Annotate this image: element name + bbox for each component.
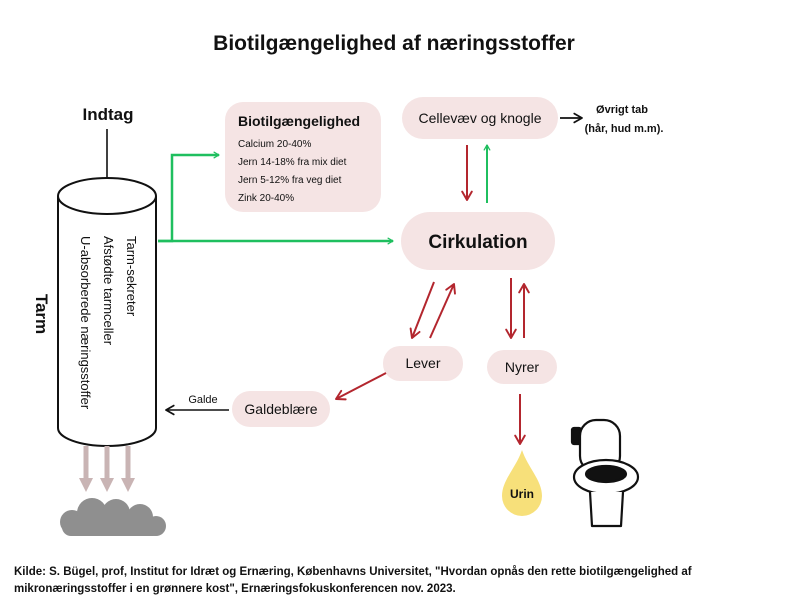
gut-line-shed-cells: Afstødte tarmceller	[101, 236, 116, 346]
gut-line-unabsorbed: U-absorberede næringsstoffer	[78, 236, 93, 410]
gut-line-secretions: Tarm-sekreter	[124, 236, 139, 317]
arrow-circulation-to-liver	[409, 281, 435, 339]
bioavailability-heading: Biotilgængelighed	[238, 113, 360, 129]
tissue-bone-label: Cellevæv og knogle	[419, 110, 542, 126]
bile-label: Galde	[188, 394, 217, 406]
bioavailability-item-zinc: Zink 20-40%	[238, 193, 294, 204]
bioavailability-item-iron-mix: Jern 14-18% fra mix diet	[238, 157, 347, 168]
feces-cloud-icon	[60, 498, 166, 536]
tissue-bone-node	[402, 97, 558, 139]
source-line-2: mikronæringsstoffer i en grønnere kost",…	[14, 583, 456, 595]
urine-label: Urin	[510, 487, 534, 501]
intake-label: Indtag	[83, 105, 134, 124]
bioavailability-item-iron-veg: Jern 5-12% fra veg diet	[238, 175, 342, 186]
urine-drop-icon	[502, 450, 542, 516]
arrow-liver-to-circulation	[429, 283, 456, 339]
arrow-liver-to-gallbladder	[335, 372, 387, 401]
nutrient-flow-diagram: Biotilgængelighed af næringsstoffer Indt…	[32, 32, 664, 536]
gallbladder-label: Galdeblære	[244, 401, 317, 417]
circulation-label: Cirkulation	[428, 232, 527, 253]
liver-label: Lever	[405, 355, 440, 371]
other-loss-label: Øvrigt tab	[596, 104, 648, 116]
circulation-node	[401, 212, 555, 270]
gallbladder-node	[232, 391, 330, 427]
source-line-1: Kilde: S. Bügel, prof, Institut for Idræ…	[14, 566, 692, 578]
bioavailability-box	[225, 102, 381, 212]
absorption-arrow-to-bioavailability	[158, 151, 220, 243]
toilet-icon	[570, 418, 640, 528]
other-loss-detail: (hår, hud m.m).	[585, 123, 664, 135]
source-caption: Kilde: S. Bügel, prof, Institut for Idræ…	[14, 564, 779, 598]
kidneys-node	[487, 350, 557, 384]
diagram-title: Biotilgængelighed af næringsstoffer	[213, 32, 575, 55]
bioavailability-item-calcium: Calcium 20-40%	[238, 139, 311, 150]
liver-node	[383, 346, 463, 381]
gut-cylinder	[57, 177, 157, 447]
kidneys-label: Nyrer	[505, 359, 540, 375]
gut-label: Tarm	[32, 294, 51, 334]
